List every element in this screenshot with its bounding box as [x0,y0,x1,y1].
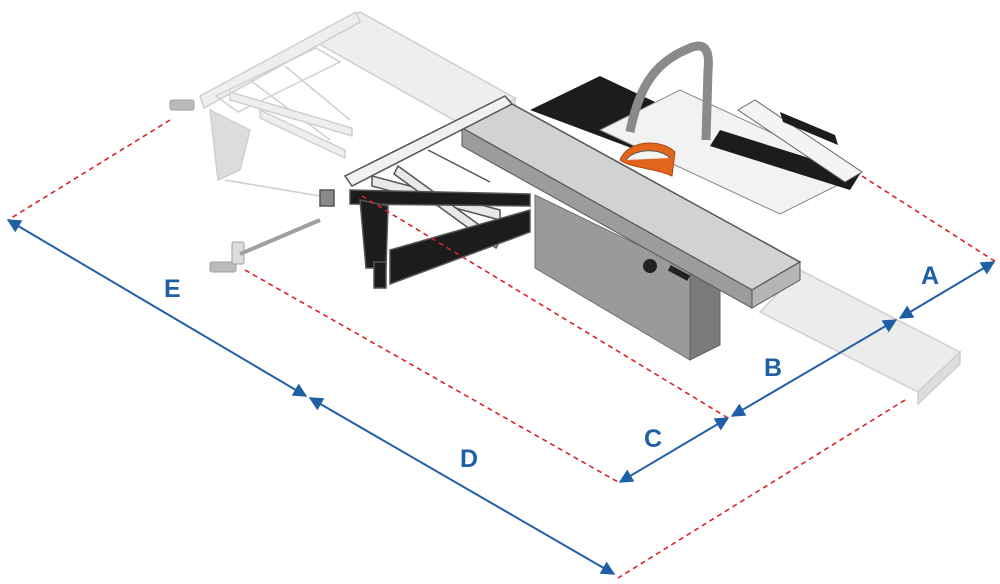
ghost-clamp-handle [169,99,321,273]
dimension-lines [6,219,996,575]
dimension-label-d: D [460,445,478,473]
dimension-b-line [730,319,898,417]
dimension-a-line [898,261,996,319]
dimension-e-line [6,219,308,397]
dimension-c-line [618,417,730,483]
dimension-label-c: C [644,425,662,453]
main-saw-table [598,89,862,215]
sliding-table-carriage [460,103,802,309]
dimension-label-b: B [764,354,782,382]
ghost-sliding-table [199,10,517,197]
dimension-label-a: A [921,262,939,290]
extension-lines [7,119,997,579]
crosscut-frame [319,95,531,289]
rip-fence [737,99,863,183]
dimension-d-line [308,397,616,575]
ghost-outrigger-table [758,269,962,406]
blade-guard [619,41,713,177]
dimension-labels: A B C D E [164,262,939,473]
dimension-label-e: E [164,275,181,303]
